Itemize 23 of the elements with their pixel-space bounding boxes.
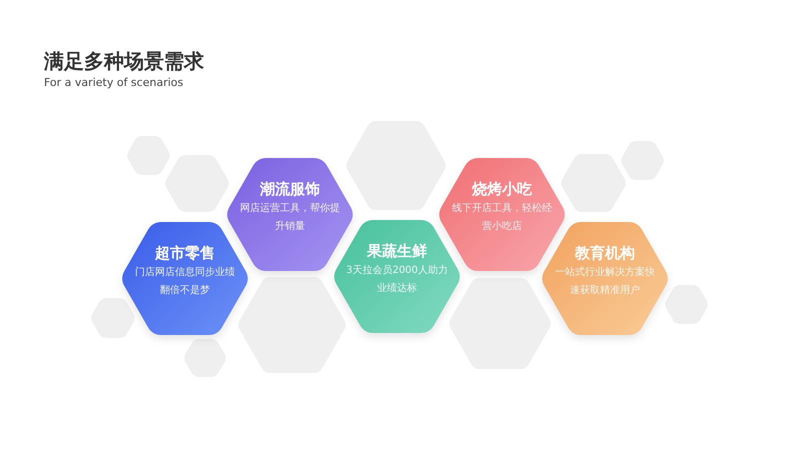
card-title: 潮流服饰 — [260, 180, 320, 198]
subtitle: For a variety of scenarios — [44, 76, 184, 90]
card-description: 一站式行业解决方案快速获取精准用户 — [554, 266, 656, 298]
card-description: 线下开店工具，轻松经营小吃店 — [451, 202, 553, 234]
hexagon-tile — [448, 278, 552, 368]
hexagon-card — [120, 222, 250, 334]
card-description: 3天拉会员2000人助力业绩达标 — [345, 264, 449, 296]
card-title: 烧烤小吃 — [472, 180, 532, 198]
hexagon-card — [332, 220, 462, 332]
card-title: 教育机构 — [575, 244, 635, 262]
hexagon-tile — [345, 120, 447, 210]
hexagon-tile — [664, 284, 708, 324]
card-title: 果蔬生鲜 — [367, 242, 427, 260]
hexagon-tile — [183, 339, 227, 377]
card-title: 超市零售 — [155, 244, 215, 262]
card-description: 网店运营工具，帮你提升销量 — [239, 202, 341, 234]
hexagon-tile — [560, 154, 626, 212]
card-description: 门店网店信息同步业绩翻倍不是梦 — [134, 266, 236, 298]
hexagon-tile — [90, 298, 136, 338]
hexagon-tile — [237, 277, 347, 373]
hexagon-card — [540, 222, 670, 334]
hexagon-tile — [164, 154, 230, 212]
title: 满足多种场景需求 — [44, 48, 204, 74]
